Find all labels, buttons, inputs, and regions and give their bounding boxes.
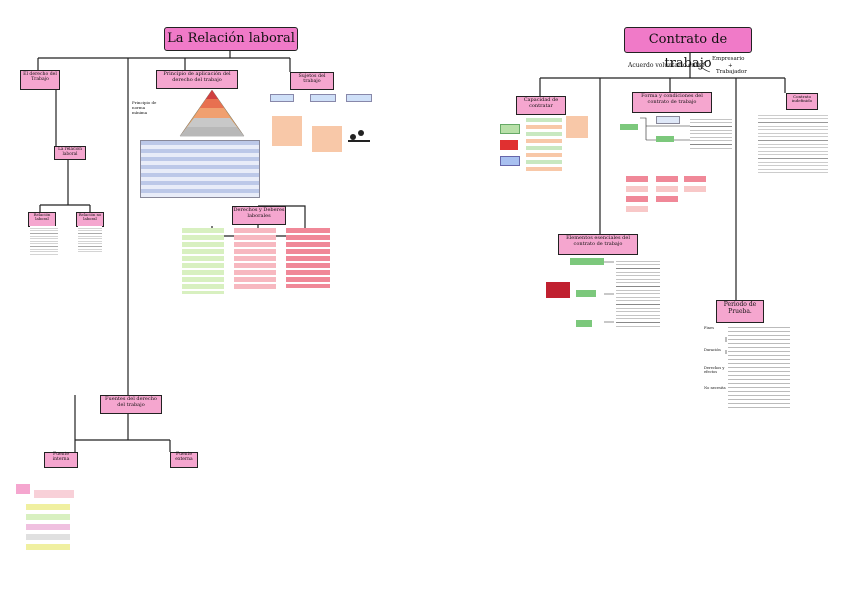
capacidad-green — [500, 124, 520, 134]
node-derechos-deberes: Derechos y Deberes laborales — [232, 206, 286, 225]
capacidad-blue — [500, 156, 520, 166]
forma-green-2 — [656, 136, 674, 142]
party-empresario: Empresario — [712, 56, 745, 62]
elementos-red — [546, 282, 570, 298]
node-fuente-interna: Fuente interna — [44, 452, 78, 468]
fuente-interna-items — [16, 484, 86, 552]
forma-list — [690, 116, 732, 150]
elementos-green-3 — [576, 320, 592, 327]
node-periodo: Periodo de Prueba. — [716, 300, 764, 323]
forma-green-1 — [620, 124, 638, 130]
forma-blue — [656, 116, 680, 124]
elementos-green-1 — [570, 258, 604, 265]
right-title: Contrato de trabajo — [624, 27, 752, 71]
contract-subtitle: Acuerdo voluntario entre — [628, 62, 705, 69]
node-principio: Principio de aplicación del derecho del … — [156, 70, 238, 89]
office-figure — [348, 130, 370, 148]
node-derecho-trabajo: El derecho del Trabajo — [20, 70, 60, 90]
principles-table — [140, 140, 260, 198]
node-relacion-laboral: La relación laboral — [54, 146, 86, 160]
elementos-list — [616, 258, 660, 328]
relacion-no-list — [78, 226, 102, 252]
derechos-col-3 — [286, 228, 330, 288]
node-elementos: Elementos esenciales del contrato de tra… — [558, 234, 638, 255]
node-fuente-externa: Fuente externa — [170, 452, 198, 468]
derechos-col-1 — [182, 228, 224, 294]
node-capacidad: Capacidad de contratar — [516, 96, 566, 115]
node-sujetos: Sujetos del trabajo — [290, 72, 334, 90]
sujetos-boxes — [270, 94, 380, 102]
node-fuentes: Fuentes del derecho del trabajo — [100, 395, 162, 414]
capacidad-red — [500, 140, 518, 150]
sujetos-peach-1 — [272, 116, 302, 146]
node-contrato-indefinido: Contrato indefinido — [786, 93, 818, 110]
derechos-col-2 — [234, 228, 276, 290]
forma-pink-grid — [626, 176, 726, 216]
relacion-list — [30, 226, 58, 256]
node-relacion-box: Relación laboral — [28, 212, 56, 227]
capacidad-list — [526, 118, 562, 174]
periodo-notes — [728, 324, 790, 408]
periodo-label-no-necesita: No necesita — [704, 386, 726, 390]
elementos-green-2 — [576, 290, 596, 297]
node-forma: Forma y condiciones del contrato de trab… — [632, 92, 712, 113]
party-plus: + — [728, 63, 733, 69]
periodo-label-derechos: Derechos y efectos — [704, 366, 725, 374]
principio-norma-label: Principio de norma mínima — [132, 100, 157, 115]
indefinido-list — [758, 112, 828, 174]
party-trabajador: Trabajador — [716, 69, 747, 75]
sujetos-peach-2 — [312, 126, 342, 152]
periodo-label-fines: Fines — [704, 326, 714, 330]
capacidad-side — [566, 116, 588, 138]
periodo-label-duracion: Duración — [704, 348, 721, 352]
left-title: La Relación laboral — [164, 27, 298, 51]
